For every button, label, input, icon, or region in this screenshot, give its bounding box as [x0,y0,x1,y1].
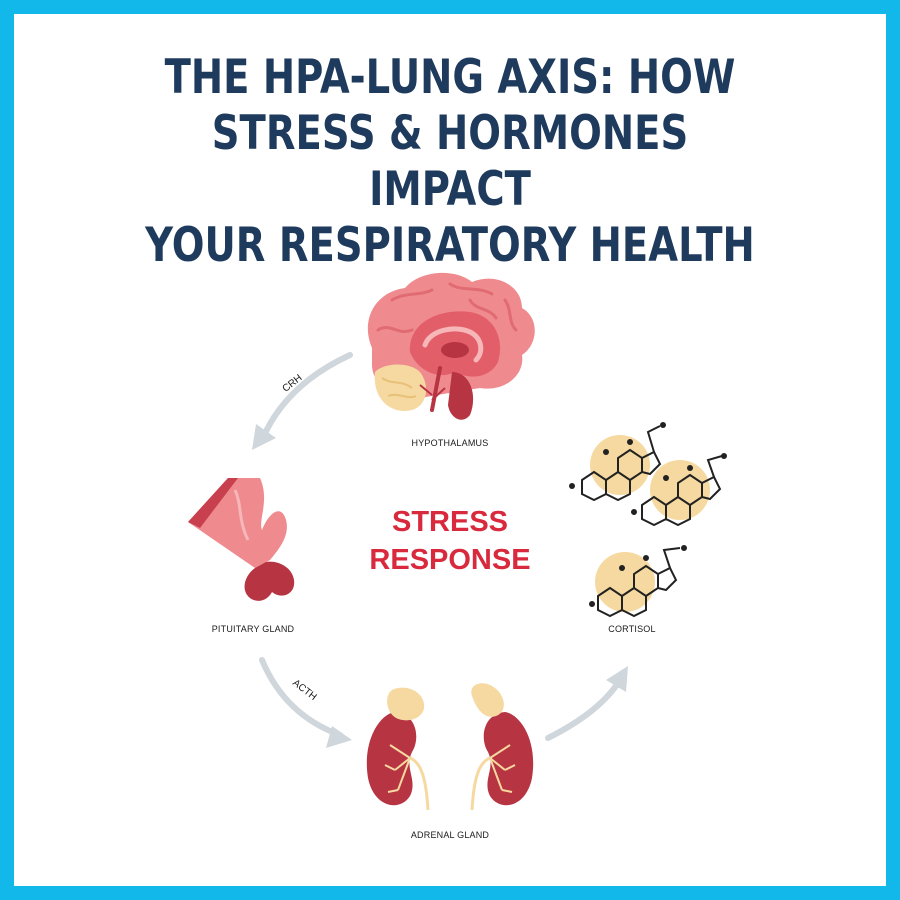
arrow-acth [259,657,343,738]
stress-response-label: STRESS RESPONSE [330,503,570,579]
brain-icon [367,272,535,420]
kidney-left-icon [366,687,430,811]
pituitary-gland-label: PITUITARY GLAND [211,624,295,634]
cortisol-molecule-3-icon [589,545,687,618]
cortisol-label: CORTISOL [608,624,656,634]
adrenal-gland-label: ADRENAL GLAND [410,830,490,840]
cortisol-molecule-1-icon [569,422,666,502]
title-line-2: STRESS & HORMONES IMPACT [211,106,689,217]
arrow-label-acth: ACTH [290,678,318,703]
kidney-right-icon [470,683,534,811]
title-line-1: THE HPA-LUNG AXIS: HOW [164,50,736,105]
stress-response-line-1: STRESS [391,506,509,538]
arrow-crh [259,352,353,443]
page-title: THE HPA-LUNG AXIS: HOW STRESS & HORMONES… [130,50,770,274]
arrow-cortisol-head [606,666,628,692]
arrow-acth-head [326,726,352,748]
title-line-3: YOUR RESPIRATORY HEALTH [145,218,755,273]
stress-response-line-2: RESPONSE [369,544,531,576]
arrow-crh-head [252,424,276,450]
cortisol-molecule-2-icon [631,453,727,527]
arrow-cortisol [545,677,623,741]
pituitary-icon [188,478,295,601]
hypothalamus-label: HYPOTHALAMUS [411,438,489,448]
